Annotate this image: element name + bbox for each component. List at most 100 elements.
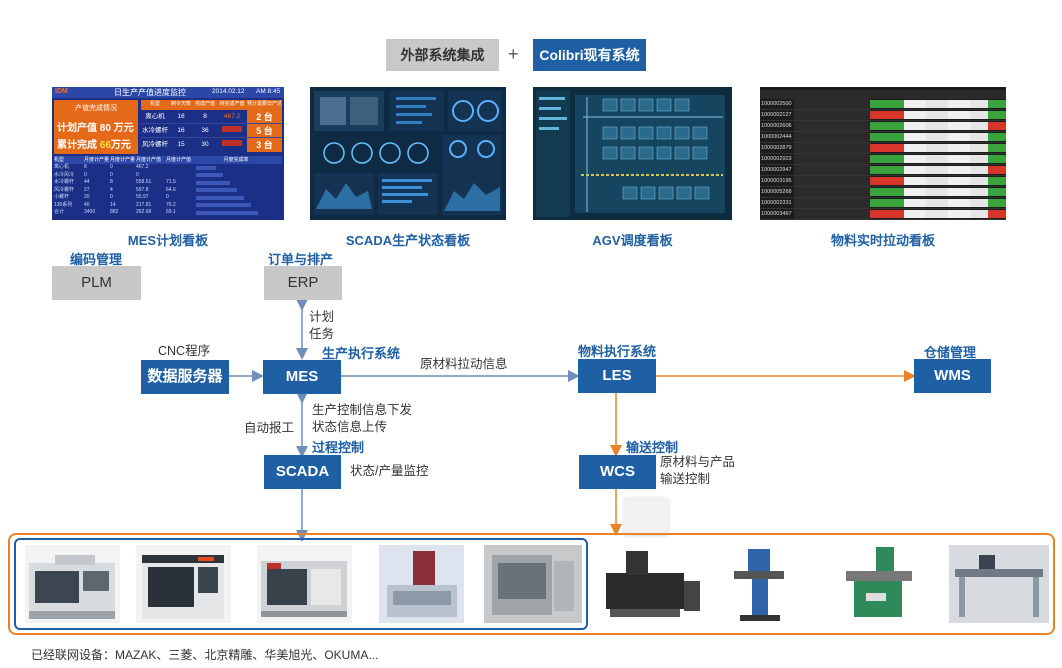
scada-title: 过程控制 [312,440,365,455]
material-row-id: 1000002127 [761,112,792,118]
equipment-edm-machine-1[interactable] [379,545,464,623]
material-row: 1000002444 [760,132,1006,143]
mes-bottom-th: 月度计产值 [166,157,192,163]
data-server-box[interactable]: 数据服务器 [141,360,229,394]
mes-th: 制令天数 [170,101,191,107]
material-row-id: 1000003467 [761,211,792,217]
legend-colibri-systems: Colibri现有系统 [533,39,646,71]
mes-dashboard-title: 日生产产值进度监控 [114,88,186,97]
mes-bottom-cell: 0 [136,171,139,178]
material-row-id: 1000002923 [761,156,792,162]
material-row-status [870,155,904,163]
mes-scada-label: 生产控制信息下发 状态信息上传 [312,402,412,436]
wcs-box[interactable]: WCS [579,455,656,489]
mes-dashboard-table: 机型 制令天数 完成产值 待完成产值 预计需要日产达到数 离心机 16 8 46… [141,100,282,154]
material-row: 1000002879 [760,143,1006,154]
mes-bottom-cell: 0 [110,194,113,200]
mes-bottom-cell: 262.68 [136,209,152,215]
mes-bottom-cell: 597.8 [136,186,149,193]
mes-bottom-cell: 0 [110,164,113,170]
mes-done-value: 66 [99,140,111,151]
equipment-milling-machine[interactable] [718,545,803,623]
equipment-surface-grinder[interactable] [836,545,921,623]
erp-mes-label-line2: 任务 [309,327,335,341]
equipment-wire-cutter[interactable] [600,545,704,623]
caption-agv-dashboard: AGV调度看板 [592,233,673,248]
mes-cell: 2 台 [247,110,282,123]
material-row: 1000002127 [760,110,1006,121]
material-row-status [870,111,904,119]
mes-cell: 30 [201,141,209,148]
wms-title: 仓储管理 [924,345,977,360]
mes-title: 生产执行系统 [322,346,401,361]
mes-bottom-cell: 76.2 [166,201,176,208]
caption-material-dashboard: 物料实时拉动看板 [830,233,935,248]
mes-table-row: 风冷螺杆 15 30 3 台 [141,138,282,152]
material-row: 1000002331 [760,198,1006,209]
les-box[interactable]: LES [578,359,656,393]
caption-mes-dashboard: MES计划看板 [127,233,209,248]
material-row: 1000002606 [760,121,1006,132]
mes-bottom-cell: 27 [84,186,90,193]
mes-dashboard-brand: IDM [55,88,68,95]
material-row-status [870,144,904,152]
mes-bottom-th: 月度计产值 [136,157,162,163]
mes-bottom-cell: 水冷风冷 [54,171,75,178]
wcs-note: 原材料与产品 输送控制 [660,454,735,488]
equipment-group-outer [8,533,1055,635]
wms-box[interactable]: WMS [914,359,991,393]
material-row-status [870,122,904,130]
les-title: 物料执行系统 [578,344,657,359]
mes-bottom-progress [196,187,276,195]
mes-plan-value: 计划产值 80 万元 [57,123,134,134]
material-row-status [870,100,904,108]
scada-dashboard-screenshot [310,87,506,220]
mes-bottom-progress [196,172,276,180]
mes-cell: 风冷螺杆 [142,141,168,148]
mes-box[interactable]: MES [263,360,341,394]
mes-bottom-cell: 风冷螺杆 [54,186,75,193]
mes-bottom-progress [196,209,276,217]
equipment-cnc-lathe-1[interactable] [25,545,120,623]
equipment-cnc-machine-3[interactable] [257,545,352,623]
mes-cell: 16 [177,113,185,120]
mes-bottom-cell: 40 [84,201,90,208]
material-row-id: 1000002879 [761,145,792,151]
mes-bottom-cell: 882 [110,209,119,215]
mes-bottom-th: 机型 [54,157,65,163]
mes-dashboard-time: AM 8:45 [256,88,281,95]
scada-box[interactable]: SCADA [264,455,341,489]
floating-card [624,497,669,535]
mes-th: 机型 [149,101,160,107]
mes-bottom-cell: 0 [84,171,87,178]
auto-report-label: 自动报工 [244,421,295,435]
mes-bottom-progress [196,202,276,210]
mes-bottom-cell: 130系列 [54,201,73,208]
equipment-cnc-lathe-2[interactable] [136,545,231,623]
legend-plus: + [508,44,519,64]
erp-box[interactable]: ERP [264,266,342,300]
mes-done-unit: 万元 [110,140,131,151]
equipment-edm-machine-2[interactable] [484,545,582,623]
plm-box[interactable]: PLM [52,266,141,300]
mes-bottom-progress [196,194,276,202]
mes-cell: 16 [177,127,185,134]
mes-bottom-progress [196,164,276,172]
mes-bottom-cell: 44 [84,179,90,185]
mes-scada-label-line1: 生产控制信息下发 [312,403,413,417]
equipment-workbench[interactable] [949,545,1049,623]
mes-th: 预计需要日产达到数 [247,101,282,107]
erp-title: 订单与排产 [268,252,334,267]
mes-table-row: 离心机 16 8 467.2 2 台 [141,110,282,124]
cnc-program-label: CNC程序 [158,344,211,358]
mes-done-label: 累计完成 [57,140,97,151]
networked-devices-footer: 已经联网设备：MAZAK、三菱、北京精雕、华美旭光、OKUMA... [31,648,379,662]
material-row: 1000003195 [760,176,1006,187]
mes-bottom-cell: 20 [84,194,90,200]
material-row-id: 1000002331 [761,200,792,206]
mes-cell: 离心机 [145,113,165,120]
